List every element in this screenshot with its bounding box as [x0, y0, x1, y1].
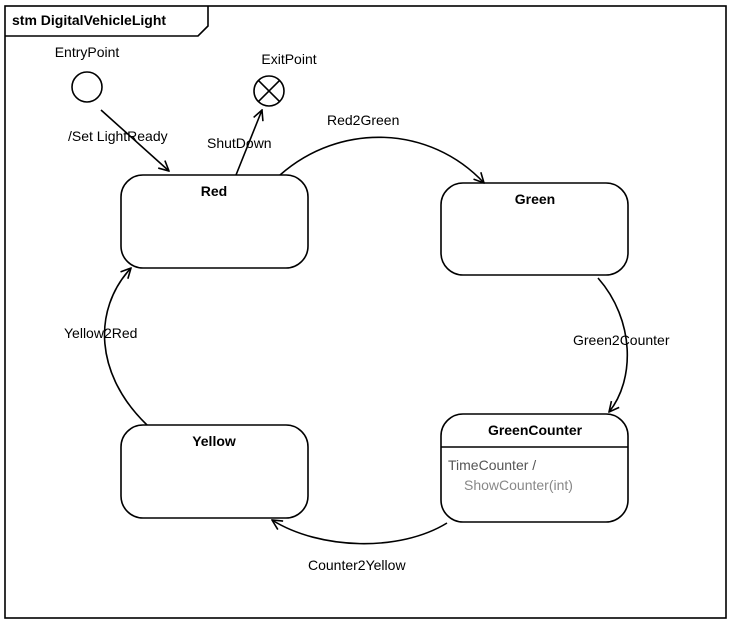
- transition-green2counter-label: Green2Counter: [573, 332, 670, 348]
- state-yellow[interactable]: [120, 424, 309, 519]
- state-green[interactable]: [440, 182, 629, 276]
- state-red[interactable]: [120, 174, 309, 269]
- transition-red2green[interactable]: [279, 136, 484, 183]
- entry-point-label: EntryPoint: [55, 44, 120, 60]
- exit-point-label: ExitPoint: [261, 51, 316, 67]
- transition-counter2yellow-label: Counter2Yellow: [308, 557, 406, 573]
- transition-counter2yellow[interactable]: [272, 520, 448, 545]
- transition-entry[interactable]: [100, 109, 169, 171]
- transition-entry-label: /Set LightReady: [68, 128, 168, 144]
- transition-yellow2red-label: Yellow2Red: [64, 325, 137, 341]
- transition-yellow2red[interactable]: [103, 268, 148, 426]
- internal-transition-trigger: TimeCounter /: [448, 457, 536, 473]
- state-green-counter[interactable]: [440, 413, 629, 523]
- transition-red2green-label: Red2Green: [327, 112, 399, 128]
- state-green-counter-name: GreenCounter: [488, 422, 583, 438]
- entry-point[interactable]: [71, 71, 103, 103]
- diagram-frame: [4, 5, 727, 619]
- transition-shutdown-label: ShutDown: [207, 135, 272, 151]
- state-yellow-name: Yellow: [192, 433, 236, 449]
- frame-title: stm DigitalVehicleLight: [12, 12, 166, 28]
- frame-title-tab: [5, 6, 209, 37]
- transition-green2counter[interactable]: [597, 277, 629, 412]
- state-red-name: Red: [201, 183, 227, 199]
- internal-transition-effect: ShowCounter(int): [464, 477, 573, 493]
- transition-shutdown[interactable]: [235, 110, 262, 176]
- exit-point[interactable]: [253, 75, 285, 107]
- state-green-name: Green: [515, 191, 555, 207]
